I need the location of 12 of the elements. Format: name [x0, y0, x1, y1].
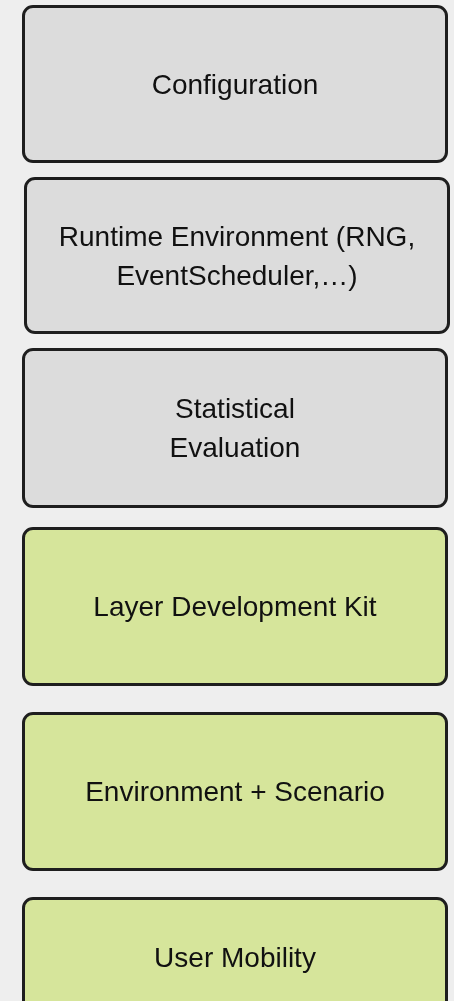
layer-box: [24, 177, 450, 334]
layer-box: [22, 897, 448, 1001]
box-label: User Mobility: [153, 940, 317, 975]
layer-box: [22, 348, 448, 508]
layer-box: [22, 527, 448, 686]
layer-box: [22, 712, 448, 871]
layer-box: [22, 5, 448, 163]
box-label: Statistical Evaluation: [168, 392, 302, 465]
box-label: Layer Development Kit: [92, 590, 378, 624]
box-label: Environment + Scenario: [84, 775, 386, 809]
box-label: Configuration: [150, 67, 320, 102]
box-label: Runtime Environment (RNG, EventScheduler,…): [57, 219, 417, 293]
